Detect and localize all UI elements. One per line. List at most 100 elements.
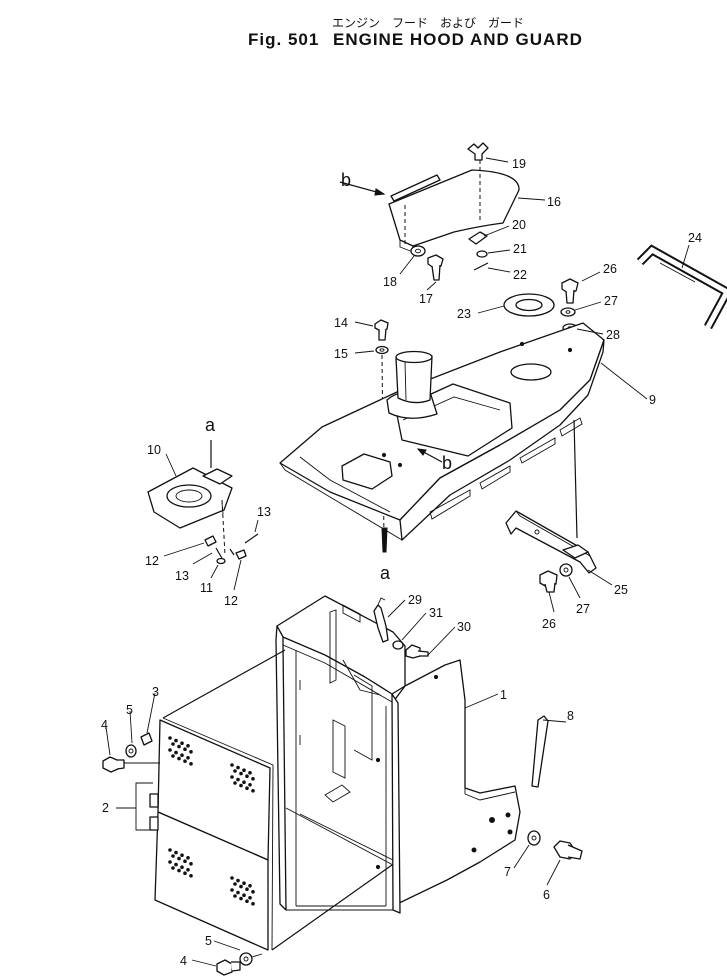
- access-cover-latch: [202, 468, 233, 485]
- perforation-hole: [174, 862, 178, 867]
- clip: [468, 231, 488, 245]
- callout-26-top: 26: [603, 262, 617, 276]
- perforation-hole: [239, 896, 243, 901]
- guard-front-top: [276, 595, 406, 695]
- bracket-drop-line: [573, 419, 578, 539]
- callout-17: 17: [419, 292, 433, 306]
- callout-4-bottom: 4: [180, 954, 187, 968]
- bolt-26-top: [561, 278, 579, 294]
- perforation-hole: [177, 856, 181, 861]
- perforation-hole: [239, 884, 243, 889]
- perforation-hole: [239, 783, 243, 788]
- perforation-hole: [168, 848, 172, 852]
- washer-31: [392, 640, 404, 650]
- callout-12-left: 12: [145, 554, 159, 568]
- perforation-hole: [242, 881, 246, 885]
- bolt-30: [405, 644, 421, 659]
- strap-8: [531, 715, 549, 788]
- perforation-hole: [230, 775, 234, 779]
- callout-2: 2: [102, 801, 109, 815]
- callout-13-right: 13: [257, 505, 271, 519]
- perforation-hole: [186, 868, 190, 872]
- perforation-hole: [174, 750, 178, 755]
- callout-10: 10: [147, 443, 161, 457]
- perforation-hole: [189, 862, 193, 866]
- perforation-hole: [245, 774, 249, 778]
- perforation-hole: [171, 854, 175, 858]
- perforation-hole: [177, 744, 181, 749]
- perforation-hole: [233, 894, 237, 898]
- radiator-guard-frame: [275, 595, 521, 914]
- perforation-hole: [233, 781, 237, 785]
- bolt-17: [427, 254, 444, 269]
- perforation-hole: [242, 768, 246, 772]
- ref-b-hood: b: [442, 453, 452, 473]
- perforation-hole: [248, 771, 252, 775]
- washer-21: [476, 250, 488, 258]
- ref-b-top: b: [341, 170, 351, 190]
- callout-1: 1: [500, 688, 507, 702]
- washer-27-top: [560, 307, 576, 317]
- perforation-hole: [177, 756, 181, 761]
- guard-left-post: [275, 625, 287, 911]
- callout-26-bottom: 26: [542, 617, 556, 631]
- callout-7: 7: [504, 865, 511, 879]
- callout-31: 31: [429, 606, 443, 620]
- callout-3: 3: [152, 685, 159, 699]
- perforation-hole: [177, 868, 181, 873]
- callout-27-top: 27: [604, 294, 618, 308]
- perforation-hole: [183, 859, 187, 863]
- perforation-hole: [180, 865, 184, 869]
- perforation-hole: [180, 753, 184, 757]
- perforation-hole: [189, 874, 193, 878]
- perforation-hole: [171, 754, 175, 758]
- callout-6: 6: [543, 888, 550, 902]
- guard-hardware: [373, 597, 429, 659]
- perforation-hole: [230, 888, 234, 892]
- guard-front-post: [391, 693, 401, 914]
- perforation-hole: [180, 853, 184, 857]
- bracket-bolt-hardware: [539, 563, 573, 593]
- perforation-hole: [242, 893, 246, 897]
- perforation-hole: [233, 769, 237, 773]
- callout-27-bottom: 27: [576, 602, 590, 616]
- callout-4-top: 4: [101, 718, 108, 732]
- callout-15: 15: [334, 347, 348, 361]
- pin-12a: [204, 535, 217, 547]
- perforation-hole: [183, 747, 187, 751]
- callout-11: 11: [200, 581, 213, 595]
- perforation-hole: [168, 860, 172, 864]
- perforation-hole: [168, 736, 172, 740]
- exhaust-stack: [386, 350, 438, 419]
- lower-screen-panel: [154, 811, 269, 951]
- perforation-hole: [186, 744, 190, 748]
- access-cover-assembly: [147, 440, 259, 565]
- callout-30: 30: [457, 620, 471, 634]
- perforation-hole: [236, 878, 240, 883]
- callout-19: 19: [512, 157, 526, 171]
- panel-hardware-bottom: [216, 952, 253, 976]
- assembly-lines: [124, 649, 393, 958]
- wing-bolt: [467, 142, 489, 161]
- callout-22: 22: [513, 268, 527, 282]
- perforation-hole: [183, 759, 187, 763]
- perforation-hole: [168, 748, 172, 752]
- perforation-hole: [183, 871, 187, 875]
- perforation-hole: [236, 777, 240, 782]
- pin-22: [473, 262, 489, 271]
- washer-18-hole: [415, 248, 421, 254]
- figure-title-text: ENGINE HOOD AND GUARD: [333, 30, 583, 49]
- perforation-hole: [245, 899, 249, 903]
- perforation-hole: [236, 890, 240, 895]
- bracket-25: [505, 510, 597, 574]
- callout-5-bottom: 5: [205, 934, 212, 948]
- reference-letters: b b a a: [205, 170, 452, 583]
- callout-23: 23: [457, 307, 471, 321]
- perforation-hole: [233, 882, 237, 886]
- gasket-ring: [503, 293, 555, 317]
- callout-29: 29: [408, 593, 422, 607]
- callout-18: 18: [383, 275, 397, 289]
- cover-plate-hinge: [390, 174, 441, 202]
- callout-24: 24: [688, 231, 702, 245]
